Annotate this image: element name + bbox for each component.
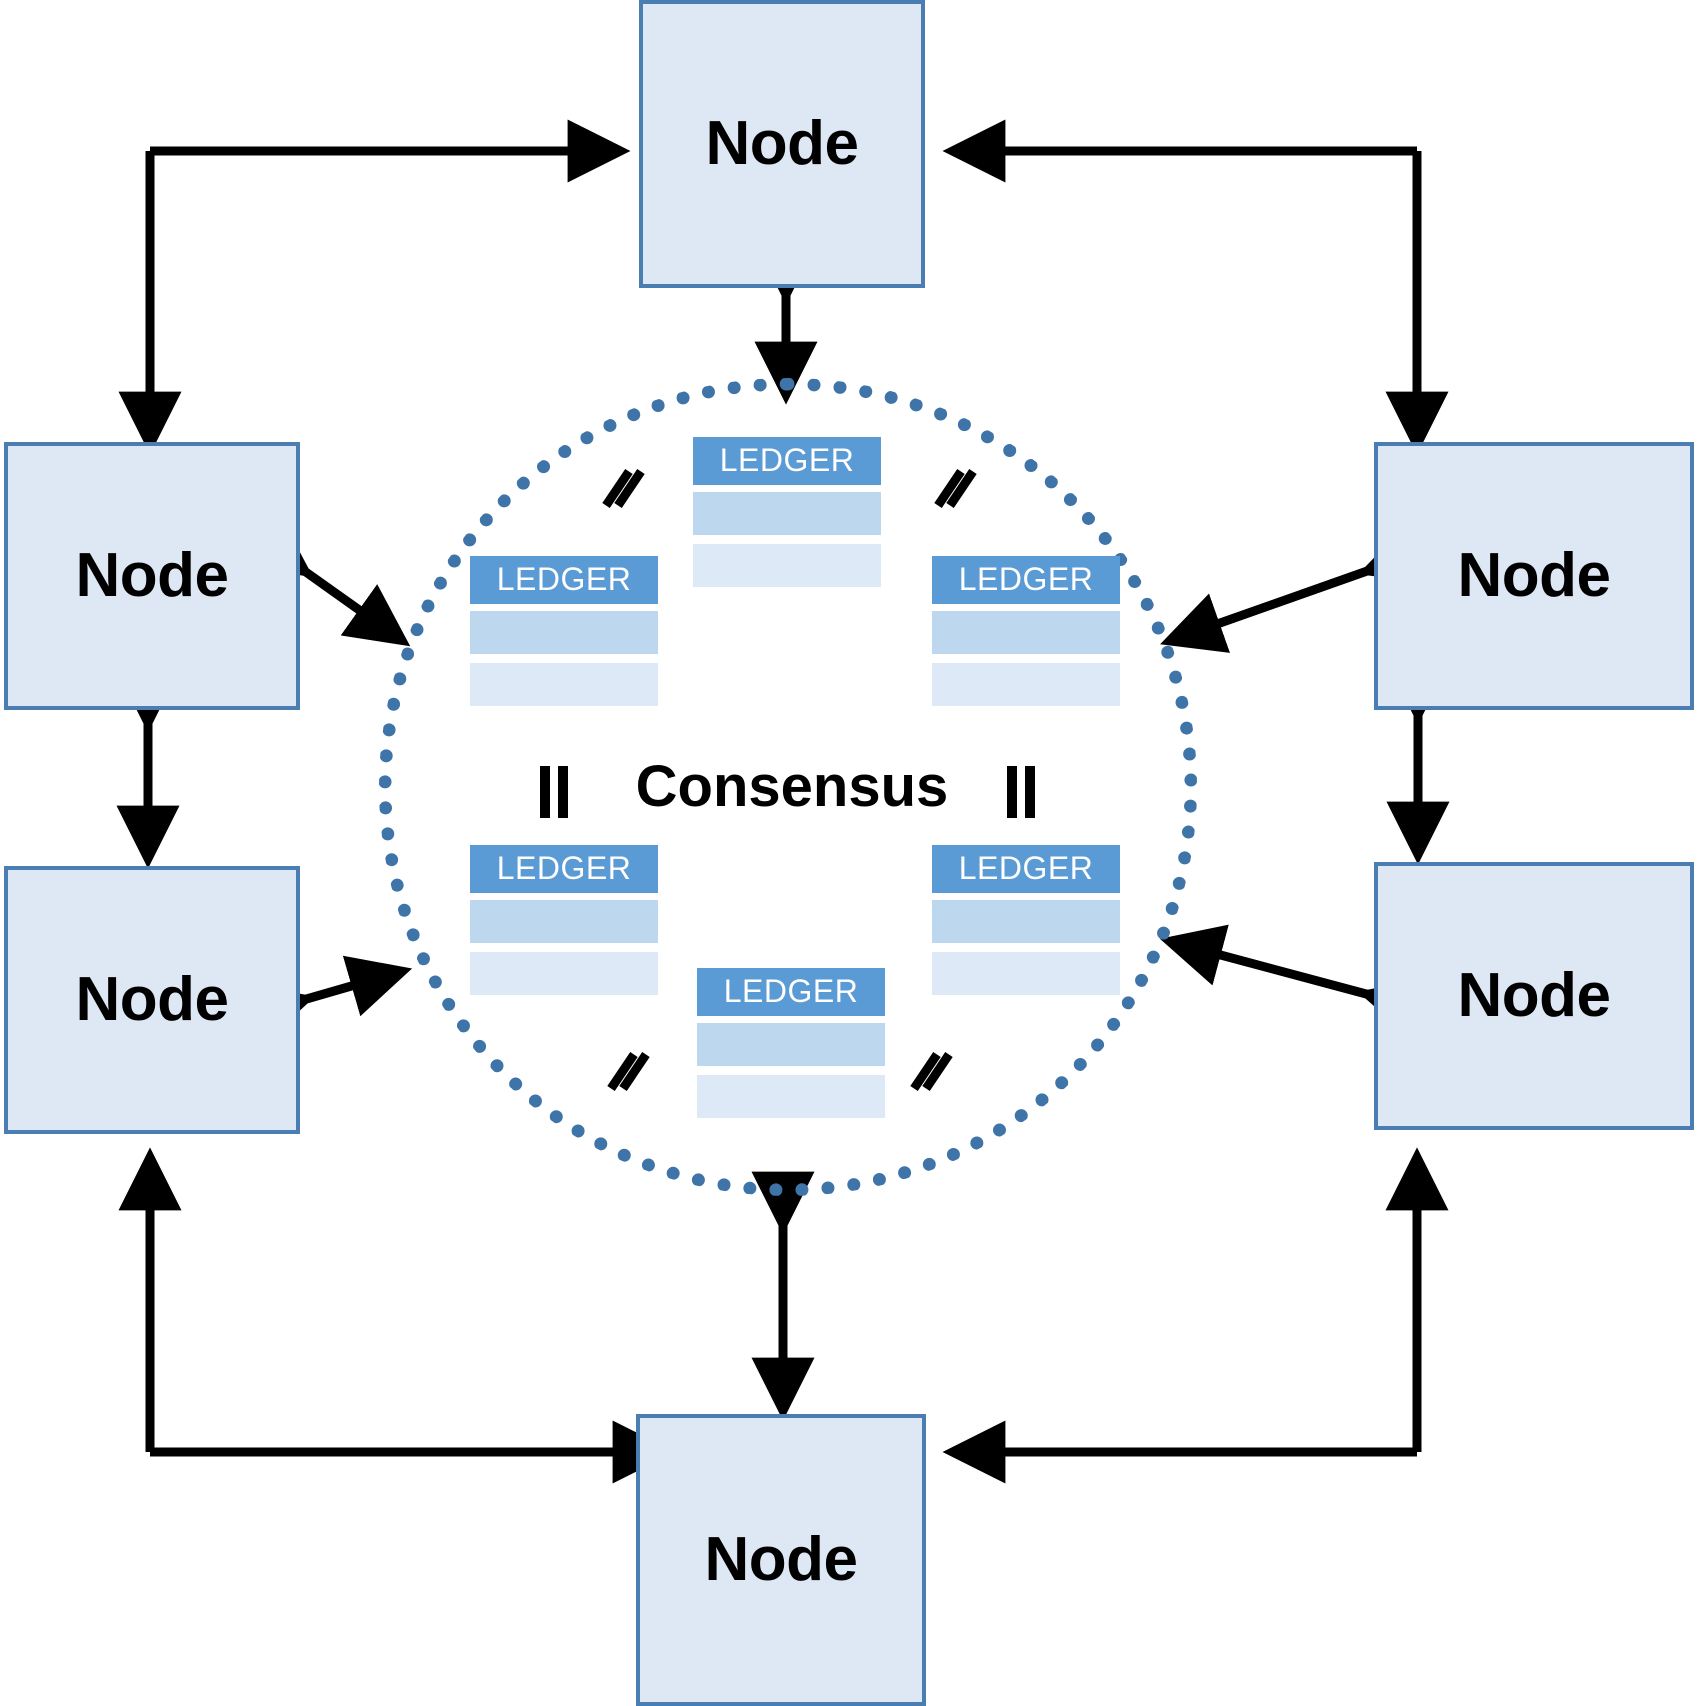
equals-mid-right-icon [1005, 766, 1039, 818]
arrow-leftupper-node-to-circle [243, 515, 411, 647]
arrow-rightlower-node-to-circle [1159, 924, 1427, 1039]
node-right-upper-label: Node [1457, 541, 1612, 610]
ledger-bottom[interactable]: LEDGER [697, 968, 885, 1118]
ledger-top[interactable]: LEDGER [693, 437, 881, 587]
ledger-upper-left-header: LEDGER [470, 556, 658, 604]
node-right-lower-label: Node [1457, 961, 1612, 1030]
node-left-upper[interactable]: Node [4, 442, 300, 710]
ledger-lower-right-row-1 [932, 900, 1120, 943]
ledger-upper-right-header: LEDGER [932, 556, 1120, 604]
ledger-lower-left-row-1 [470, 900, 658, 943]
ledger-lower-left-header: LEDGER [470, 845, 658, 893]
arrow-leftlower-node-to-circle [245, 955, 413, 1045]
arrow-rightupper-node-to-circle [1160, 523, 1429, 653]
ledger-lower-left[interactable]: LEDGER [470, 845, 658, 995]
equals-bottom-left-icon [605, 1051, 650, 1103]
node-top-label: Node [705, 109, 860, 178]
ledger-lower-right-header: LEDGER [932, 845, 1120, 893]
equals-bottom-right-icon [908, 1051, 953, 1103]
ledger-upper-right-row-1 [932, 611, 1120, 654]
ledger-upper-right-row-2 [932, 663, 1120, 706]
node-right-upper[interactable]: Node [1374, 442, 1694, 710]
node-right-lower[interactable]: Node [1374, 862, 1694, 1130]
equals-mid-left-icon [538, 766, 572, 818]
ledger-bottom-header: LEDGER [697, 968, 885, 1016]
ledger-bottom-row-2 [697, 1075, 885, 1118]
node-bottom-label: Node [704, 1525, 859, 1594]
equals-top-left-icon [600, 468, 645, 520]
ledger-upper-right[interactable]: LEDGER [932, 556, 1120, 706]
ledger-lower-left-row-2 [470, 952, 658, 995]
equals-top-right-icon [932, 468, 977, 520]
ledger-top-header: LEDGER [693, 437, 881, 485]
ledger-upper-left[interactable]: LEDGER [470, 556, 658, 706]
ledger-upper-left-row-1 [470, 611, 658, 654]
ledger-bottom-row-1 [697, 1023, 885, 1066]
ledger-lower-right-row-2 [932, 952, 1120, 995]
node-left-upper-label: Node [75, 541, 230, 610]
consensus-label: Consensus [635, 754, 949, 819]
ledger-upper-left-row-2 [470, 663, 658, 706]
ledger-top-row-2 [693, 544, 881, 587]
ledger-top-row-1 [693, 492, 881, 535]
node-left-lower[interactable]: Node [4, 866, 300, 1134]
ledger-lower-right[interactable]: LEDGER [932, 845, 1120, 995]
node-bottom[interactable]: Node [636, 1414, 926, 1706]
node-top[interactable]: Node [639, 0, 925, 288]
node-left-lower-label: Node [75, 965, 230, 1034]
